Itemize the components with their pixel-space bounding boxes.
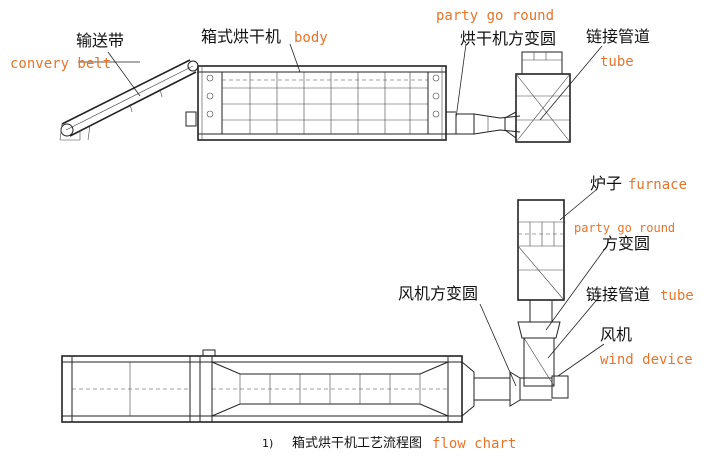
label-tube-top-cn: 链接管道 [586, 27, 650, 46]
leader-lines [78, 43, 605, 387]
label-fan-cn: 风机 [600, 325, 632, 344]
conveyor-belt [59, 59, 199, 141]
caption-cn: 箱式烘干机工艺流程图 [292, 435, 422, 451]
label-conveyor-cn: 输送带 [76, 31, 124, 50]
tube-plan [473, 371, 569, 407]
furnace-top [515, 51, 571, 143]
label-tube-bottom-cn: 链接管道 [586, 285, 650, 304]
label-square-round-cn: 方变圆 [602, 234, 650, 253]
label-conveyor-en: convery belt [10, 56, 111, 72]
label-body-cn: 箱式烘干机 [201, 27, 281, 46]
label-tube-bottom-en: tube [660, 288, 694, 304]
furnace-plan [517, 199, 565, 301]
transition-tube-top [455, 111, 521, 139]
label-party-top-cn: 烘干机方变圆 [460, 29, 556, 48]
label-furnace-en: furnace [628, 177, 687, 193]
label-party-top-en: party go round [436, 8, 554, 24]
dryer-body-top [185, 65, 456, 141]
label-body-en: body [294, 30, 328, 46]
label-fan-square-round-cn: 风机方变圆 [398, 284, 478, 303]
label-party-bottom-en: party go round [574, 221, 675, 235]
label-furnace-cn: 炉子 [590, 174, 622, 193]
caption-number: 1) [262, 437, 273, 450]
label-fan-en: wind device [600, 352, 693, 368]
dryer-body-plan [61, 349, 475, 423]
caption-en: flow chart [432, 436, 516, 452]
fan-plan [517, 300, 561, 387]
label-tube-top-en: tube [600, 54, 634, 70]
